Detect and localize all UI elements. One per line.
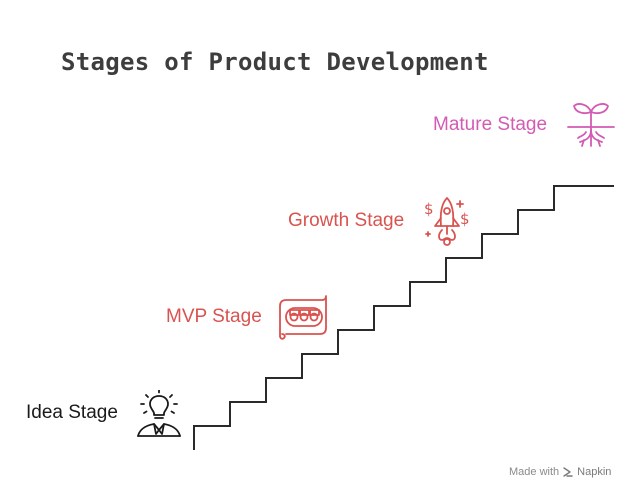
stage-label-idea: Idea Stage: [26, 402, 118, 423]
napkin-brand-text: Napkin: [577, 466, 612, 478]
rocket-icon: $ $: [424, 197, 470, 246]
svg-text:$: $: [424, 200, 434, 218]
napkin-watermark: Made with Napkin: [509, 466, 611, 478]
lightbulb-person-icon: [137, 390, 181, 437]
stage-label-mature: Mature Stage: [433, 114, 548, 135]
conveyor-belt-icon: [279, 295, 327, 340]
diagram-title: Stages of Product Development: [61, 48, 489, 76]
stage-label-mvp: MVP Stage: [166, 306, 262, 327]
svg-text:$: $: [460, 210, 470, 228]
made-with-text: Made with: [509, 466, 560, 478]
sprout-icon: [567, 103, 615, 147]
stage-label-growth: Growth Stage: [288, 210, 405, 231]
napkin-logo-icon: [563, 467, 573, 477]
